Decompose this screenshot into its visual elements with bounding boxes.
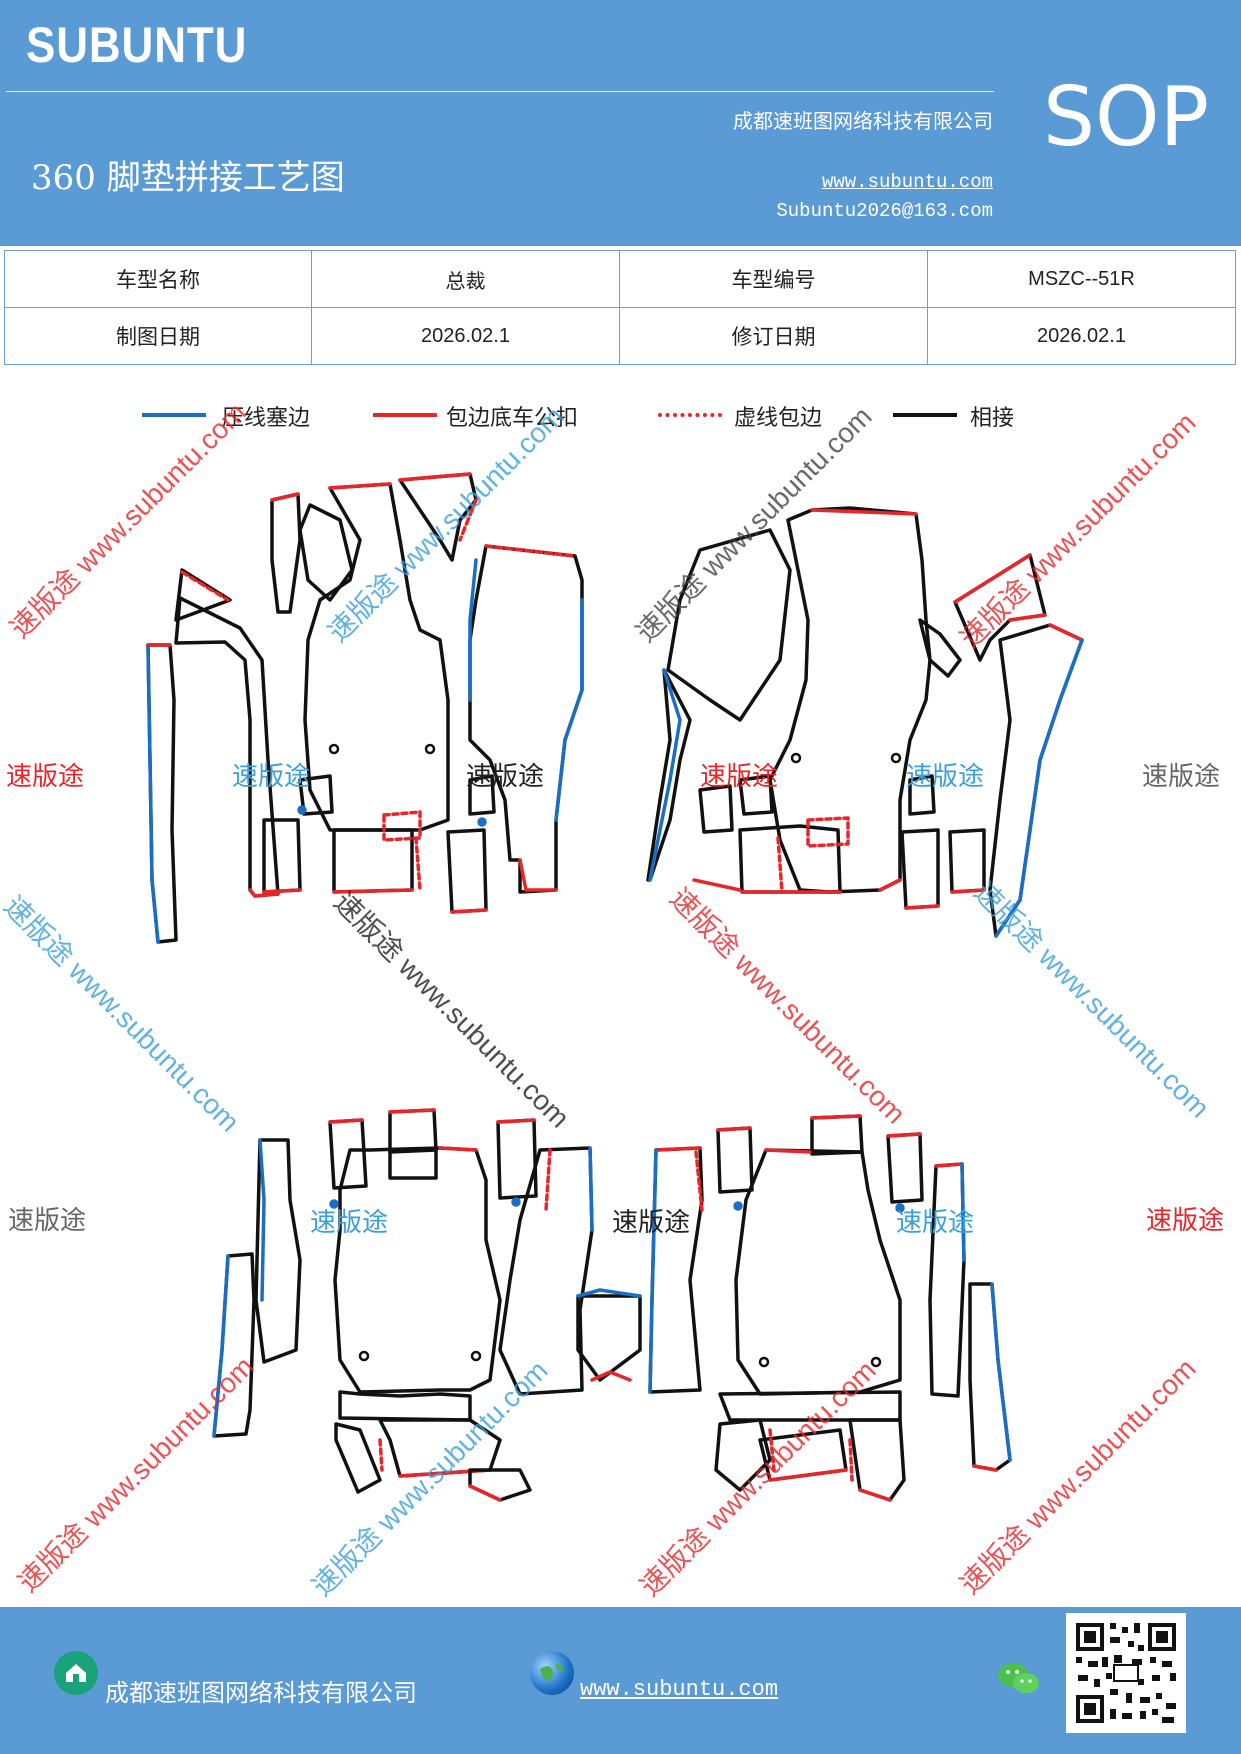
cell-revise-date-value: 2026.02.1 (927, 307, 1236, 365)
legend-swatch-blue (142, 413, 206, 417)
cell-model-name-value: 总裁 (311, 250, 620, 308)
legend-label: 相接 (970, 406, 1015, 431)
footer-company: 成都速班图网络科技有限公司 (105, 1679, 417, 1707)
mat-group-rear-left (212, 1108, 642, 1502)
header-bar: SUBUNTU 成都速班图网络科技有限公司 SOP 360 脚垫拼接工艺图 ww… (0, 0, 1241, 246)
legend-label: 压线塞边 (222, 406, 311, 431)
header-divider (6, 91, 994, 92)
header-website-link[interactable]: www.subuntu.com (821, 171, 993, 193)
watermark-brand: 速版途 (466, 762, 545, 792)
footer-website-link[interactable]: www.subuntu.com (580, 1677, 779, 1702)
watermark-brand: 速版途 (612, 1208, 691, 1238)
cell-model-code-value: MSZC--51R (927, 250, 1236, 308)
header-email: Subuntu2026@163.com (776, 200, 993, 222)
wechat-icon (996, 1659, 1042, 1699)
watermark-brand: 速版途 (310, 1208, 389, 1238)
cell-draw-date-value: 2026.02.1 (311, 307, 620, 365)
table-row: 车型名称 总裁 车型编号 MSZC--51R (4, 250, 1236, 308)
legend-label: 包边底车公扣 (446, 406, 579, 431)
watermark-brand: 速版途 (6, 762, 85, 792)
legend-swatch-red-dotted (658, 413, 722, 417)
table-row: 制图日期 2026.02.1 修订日期 2026.02.1 (4, 307, 1236, 365)
mat-group-rear-right (648, 1114, 1012, 1502)
cell-model-code-label: 车型编号 (619, 250, 928, 308)
watermark-brand: 速版途 (1142, 762, 1221, 792)
watermark-brand: 速版途 (8, 1206, 87, 1236)
mat-group-front-left (146, 472, 584, 944)
cell-draw-date-label: 制图日期 (4, 307, 312, 365)
page-title: 360 脚垫拼接工艺图 (31, 158, 345, 198)
legend-label: 虚线包边 (734, 406, 823, 431)
watermark-brand: 速版途 (906, 762, 985, 792)
mat-group-front-right (646, 506, 1084, 938)
doc-type-label: SOP (1043, 70, 1210, 165)
watermark-brand: 速版途 (896, 1208, 975, 1238)
globe-icon (530, 1651, 574, 1695)
brand-logo: SUBUNTU (26, 17, 248, 73)
footer-bar: 成都速班图网络科技有限公司 www.subuntu.com (0, 1607, 1241, 1754)
legend-swatch-black (893, 413, 957, 417)
watermark-brand: 速版途 (232, 762, 311, 792)
home-icon (54, 1651, 98, 1695)
legend-swatch-red (373, 413, 437, 417)
info-table: 车型名称 总裁 车型编号 MSZC--51R 制图日期 2026.02.1 修订… (4, 250, 1236, 365)
cell-revise-date-label: 修订日期 (619, 307, 928, 365)
floor-mat-diagram (146, 472, 1084, 1502)
qr-code (1066, 1613, 1186, 1733)
watermark-brand: 速版途 (1146, 1206, 1225, 1236)
watermark-brand: 速版途 (700, 762, 779, 792)
header-company: 成都速班图网络科技有限公司 (733, 109, 993, 133)
legend: 压线塞边 包边底车公扣 虚线包边 相接 (0, 400, 1241, 440)
cell-model-name-label: 车型名称 (4, 250, 312, 308)
